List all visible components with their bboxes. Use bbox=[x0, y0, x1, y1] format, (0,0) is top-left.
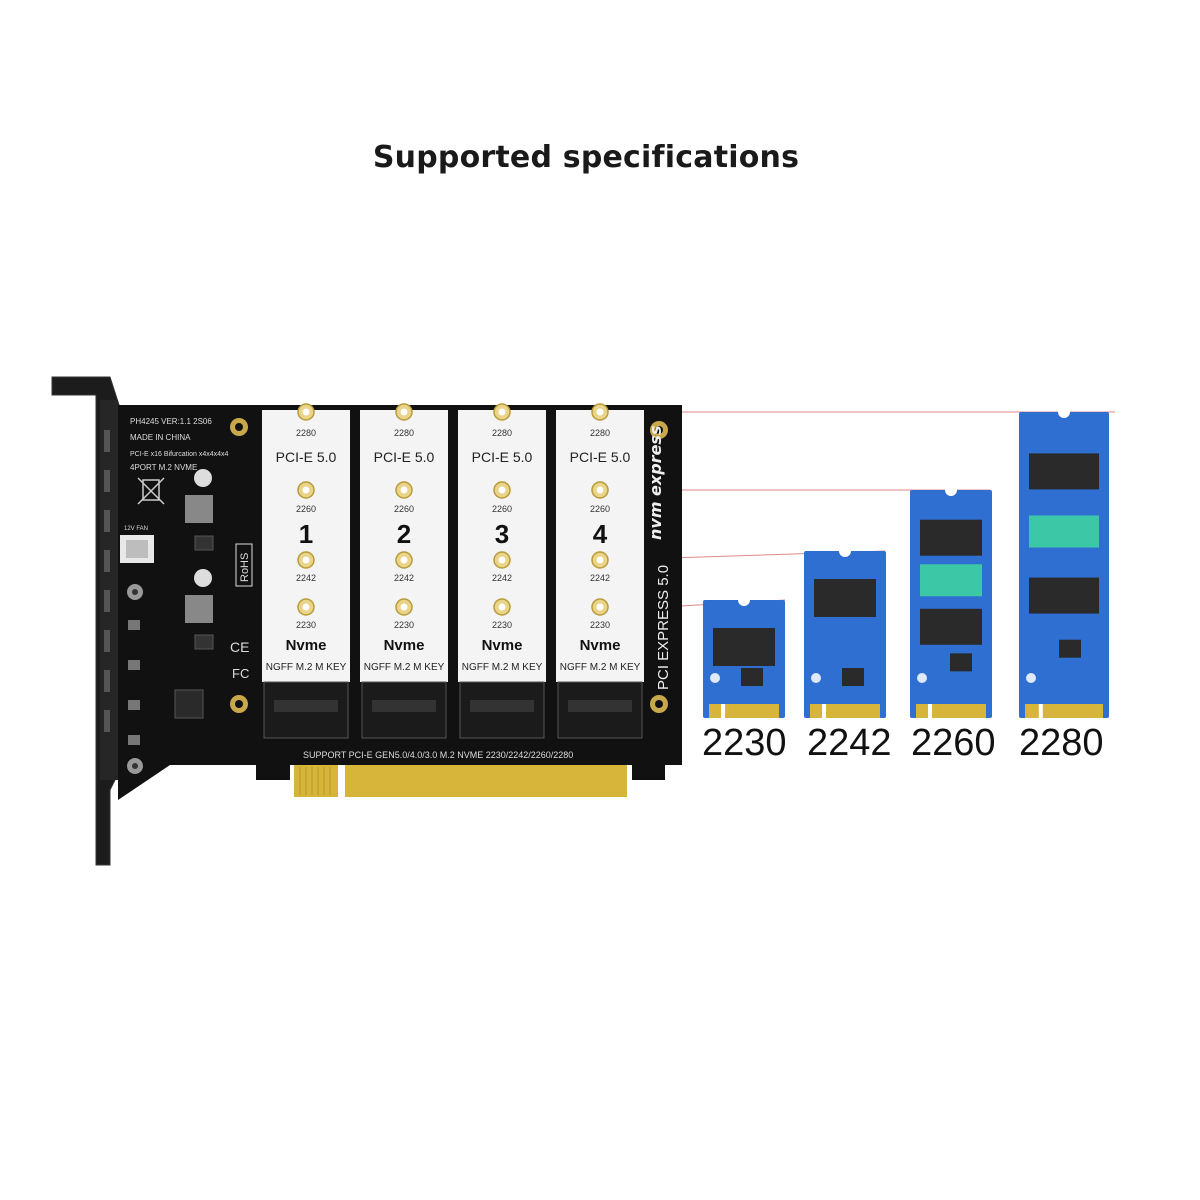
slot-length-mark: 2260 bbox=[590, 504, 610, 514]
slot-length-mark: 2280 bbox=[296, 428, 316, 438]
page-title: Supported specifications bbox=[372, 140, 800, 175]
slot-length-mark: 2260 bbox=[296, 504, 316, 514]
slot-key-label: NGFF M.2 M KEY bbox=[560, 662, 641, 673]
slot-number: 2 bbox=[397, 519, 411, 549]
rohs-mark: RoHS bbox=[239, 553, 251, 582]
slot-length-mark: 2230 bbox=[296, 620, 316, 630]
fan-label: 12V FAN bbox=[124, 526, 148, 532]
size-label-2230: 2230 bbox=[702, 722, 787, 764]
slot-number: 1 bbox=[299, 519, 313, 549]
mounting-bracket bbox=[51, 376, 121, 866]
slot-nvme-label: Nvme bbox=[286, 637, 327, 654]
slot-length-mark: 2260 bbox=[492, 504, 512, 514]
slot-length-mark: 2260 bbox=[394, 504, 414, 514]
size-label-2242: 2242 bbox=[807, 722, 892, 764]
ssd-2280 bbox=[1019, 406, 1109, 718]
slot-pcie-label: PCI-E 5.0 bbox=[472, 449, 533, 465]
slot-nvme-label: Nvme bbox=[384, 637, 425, 654]
size-label-2260: 2260 bbox=[911, 722, 996, 764]
slot-length-mark: 2230 bbox=[590, 620, 610, 630]
board-model: PH4245 VER:1.1 2S06 bbox=[130, 417, 212, 426]
ssd-2242 bbox=[804, 545, 886, 718]
nvme-logo: nvm express bbox=[646, 426, 665, 540]
fc-mark: FC bbox=[232, 666, 249, 681]
ce-mark: CE bbox=[230, 639, 249, 655]
slot-length-mark: 2280 bbox=[394, 428, 414, 438]
slot-number: 3 bbox=[495, 519, 509, 549]
weee-bin-icon bbox=[137, 477, 165, 505]
slot-pcie-label: PCI-E 5.0 bbox=[374, 449, 435, 465]
slot-key-label: NGFF M.2 M KEY bbox=[462, 662, 543, 673]
slot-length-mark: 2230 bbox=[394, 620, 414, 630]
slot-key-label: NGFF M.2 M KEY bbox=[364, 662, 445, 673]
slot-length-mark: 2242 bbox=[296, 573, 316, 583]
slot-pcie-label: PCI-E 5.0 bbox=[570, 449, 631, 465]
slot-length-mark: 2230 bbox=[492, 620, 512, 630]
slot-key-label: NGFF M.2 M KEY bbox=[266, 662, 347, 673]
ssd-2230 bbox=[703, 594, 785, 718]
slot-length-mark: 2242 bbox=[492, 573, 512, 583]
ssd-size-labels: 2230 2242 2260 2280 bbox=[0, 722, 1200, 772]
ports-text: 4PORT M.2 NVME bbox=[130, 463, 197, 472]
slot-number: 4 bbox=[593, 519, 608, 549]
slot-nvme-label: Nvme bbox=[580, 637, 621, 654]
bifurcation-text: PCI-E x16 Bifurcation x4x4x4x4 bbox=[130, 451, 229, 458]
slot-length-mark: 2280 bbox=[590, 428, 610, 438]
slot-nvme-label: Nvme bbox=[482, 637, 523, 654]
slot-pcie-label: PCI-E 5.0 bbox=[276, 449, 337, 465]
size-label-2280: 2280 bbox=[1019, 722, 1104, 764]
support-text: SUPPORT PCI-E GEN5.0/4.0/3.0 M.2 NVME 22… bbox=[303, 750, 573, 760]
slot-length-mark: 2280 bbox=[492, 428, 512, 438]
ssd-illustrations bbox=[703, 406, 1109, 718]
ssd-2260 bbox=[910, 484, 992, 718]
made-in-text: MADE IN CHINA bbox=[130, 433, 191, 442]
pcie-logo: PCI EXPRESS 5.0 bbox=[655, 565, 672, 690]
slot-length-mark: 2242 bbox=[590, 573, 610, 583]
slot-length-mark: 2242 bbox=[394, 573, 414, 583]
